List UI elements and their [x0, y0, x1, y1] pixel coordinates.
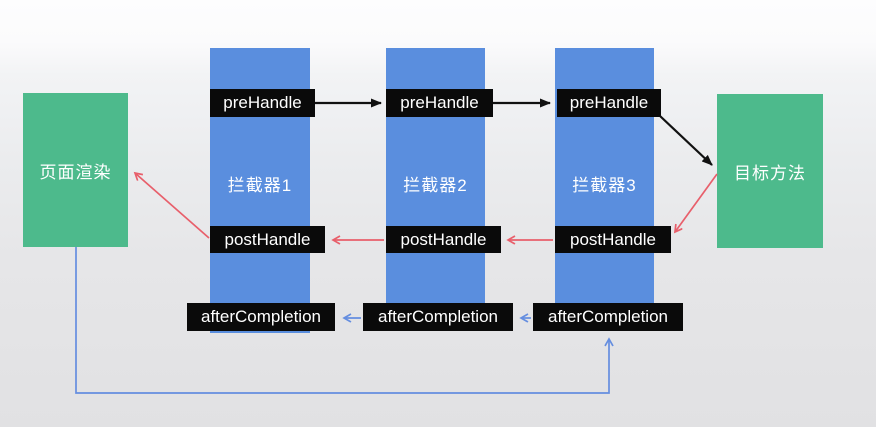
arrow-target-to-posthandle-3: [675, 173, 718, 232]
arrow-page-render-to-aftercompletion-3: [75, 247, 609, 394]
target-method-box: 目标方法: [717, 94, 823, 248]
posthandle-tag-1: postHandle: [210, 226, 325, 253]
interceptor-1-label: 拦截器1: [227, 176, 293, 195]
posthandle-tag-2: postHandle: [386, 226, 501, 253]
interceptor-3-label: 拦截器3: [572, 176, 637, 195]
interceptor-3-bar: 拦截器3: [555, 48, 654, 310]
interceptor-2-bar: 拦截器2: [386, 48, 485, 310]
posthandle-tag-3: postHandle: [555, 226, 671, 253]
page-render-box: 页面渲染: [23, 93, 128, 247]
arrow-posthandle-1-to-page-render: [135, 173, 210, 239]
arrow-prehandle-3-to-target: [659, 115, 713, 166]
prehandle-tag-3: preHandle: [557, 89, 661, 117]
aftercompletion-tag-3: afterCompletion: [533, 303, 683, 331]
aftercompletion-tag-1: afterCompletion: [187, 303, 335, 331]
prehandle-tag-2: preHandle: [386, 89, 493, 117]
aftercompletion-tag-2: afterCompletion: [363, 303, 513, 331]
interceptor-2-label: 拦截器2: [403, 176, 468, 195]
prehandle-tag-1: preHandle: [210, 89, 315, 117]
